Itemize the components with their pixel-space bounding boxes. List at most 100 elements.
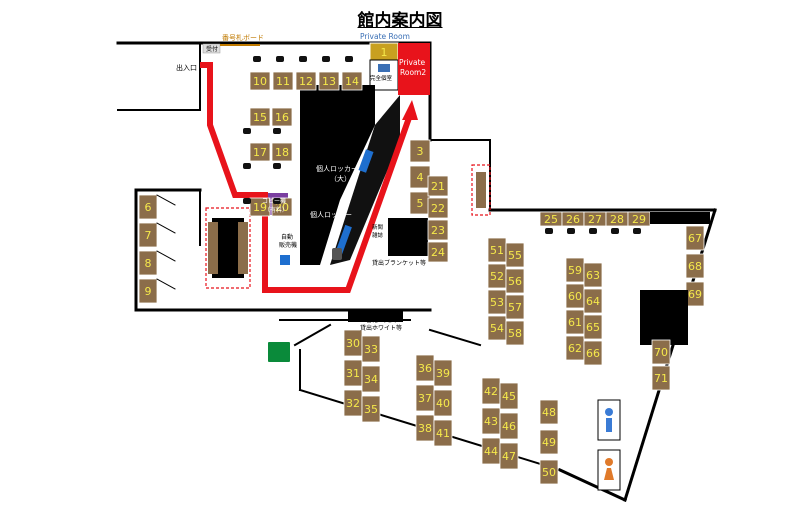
seat-number: 8 — [145, 257, 152, 270]
number-board-label: 番号札ボード — [222, 34, 264, 42]
locker-blue — [358, 149, 374, 173]
reception-label: 受付 — [206, 46, 219, 53]
seat — [427, 197, 449, 219]
seat — [138, 278, 158, 304]
wall — [428, 328, 482, 347]
seat-number: 29 — [632, 213, 646, 226]
seat — [685, 225, 705, 251]
seat-number: 45 — [502, 390, 516, 403]
books-label-1: 書籍・文具 — [366, 317, 397, 324]
seat-number: 32 — [346, 397, 360, 410]
route-line — [200, 62, 413, 293]
dotted-area — [205, 207, 251, 289]
seat — [361, 395, 381, 423]
seat — [583, 314, 603, 340]
seat-number: 39 — [436, 367, 450, 380]
seat-number: 58 — [508, 327, 522, 340]
bench — [208, 222, 218, 274]
seat-number: 22 — [431, 202, 445, 215]
seat-number: 16 — [275, 111, 289, 124]
locker-large-label-2: （大） — [330, 175, 351, 183]
seat — [685, 253, 705, 279]
seat-number: 50 — [542, 466, 556, 479]
chair — [243, 163, 251, 169]
dotted-area — [471, 164, 491, 216]
bench — [238, 222, 248, 274]
seat-number: 55 — [508, 249, 522, 262]
door-line — [156, 222, 176, 234]
private-room-header: Private Room — [360, 32, 410, 41]
women-icon — [605, 458, 613, 466]
seat — [505, 268, 525, 294]
seat — [249, 107, 271, 127]
seat-number: 57 — [508, 301, 522, 314]
seat — [505, 294, 525, 320]
seat-number: 7 — [145, 229, 152, 242]
seat — [505, 320, 525, 346]
seat-number: 5 — [417, 197, 424, 210]
door-line — [156, 194, 176, 206]
seat-number: 59 — [568, 264, 582, 277]
seat — [583, 262, 603, 288]
chair — [243, 128, 251, 134]
seat — [427, 219, 449, 241]
seat — [505, 242, 525, 268]
seat — [249, 71, 271, 91]
seat-number: 21 — [431, 180, 445, 193]
chair — [253, 56, 261, 62]
seat — [651, 365, 671, 391]
book-shelf — [348, 310, 403, 322]
seat — [499, 412, 519, 440]
seat-number: 42 — [484, 385, 498, 398]
chair — [545, 228, 553, 234]
door-line — [156, 278, 176, 290]
seat-number: 44 — [484, 445, 498, 458]
chair — [243, 198, 251, 204]
chair — [273, 163, 281, 169]
books-label-2: 貸出ホワイト等 — [360, 325, 403, 332]
seat-number: 36 — [418, 362, 432, 375]
seat-number: 6 — [145, 201, 152, 214]
private-room2-line1: Private — [399, 58, 426, 67]
seat-number: 34 — [364, 373, 378, 386]
seat-number: 62 — [568, 342, 582, 355]
seat-number: 9 — [145, 285, 152, 298]
seat — [433, 359, 453, 387]
page-title: 館内案内図 — [357, 11, 443, 31]
seat-number: 26 — [566, 213, 580, 226]
seat-number: 54 — [490, 322, 504, 335]
seat-number: 40 — [436, 397, 450, 410]
seat-number: 11 — [276, 75, 290, 88]
seat-number: 64 — [586, 295, 600, 308]
seat — [271, 142, 293, 162]
seat-number: 38 — [418, 422, 432, 435]
blanket-shelf — [388, 218, 428, 256]
locker-large — [300, 85, 375, 265]
seat — [583, 340, 603, 366]
locker-small-label: 個人ロッカー — [310, 211, 352, 219]
bench — [476, 172, 486, 208]
seat-number: 3 — [417, 145, 424, 158]
blanket-rental-label: 貸出ブランケット等 — [372, 260, 427, 267]
seat — [295, 71, 317, 91]
seat-number: 27 — [588, 213, 602, 226]
seat — [583, 288, 603, 314]
private-room2-line2: Room2 — [400, 68, 427, 77]
black-block — [640, 290, 688, 345]
vending-icon — [280, 255, 290, 265]
seat-number: 71 — [654, 372, 668, 385]
exit-sign-icon — [268, 342, 290, 362]
seat — [271, 107, 293, 127]
seat-number: 61 — [568, 316, 582, 329]
seat — [249, 142, 271, 162]
seat-number: 56 — [508, 275, 522, 288]
seat-number: 70 — [654, 346, 668, 359]
seat-number: 10 — [253, 75, 267, 88]
seat-number: 48 — [542, 406, 556, 419]
seat — [499, 442, 519, 470]
seat-number: 14 — [345, 75, 359, 88]
seat — [433, 419, 453, 447]
chair — [589, 228, 597, 234]
seat — [539, 399, 559, 425]
